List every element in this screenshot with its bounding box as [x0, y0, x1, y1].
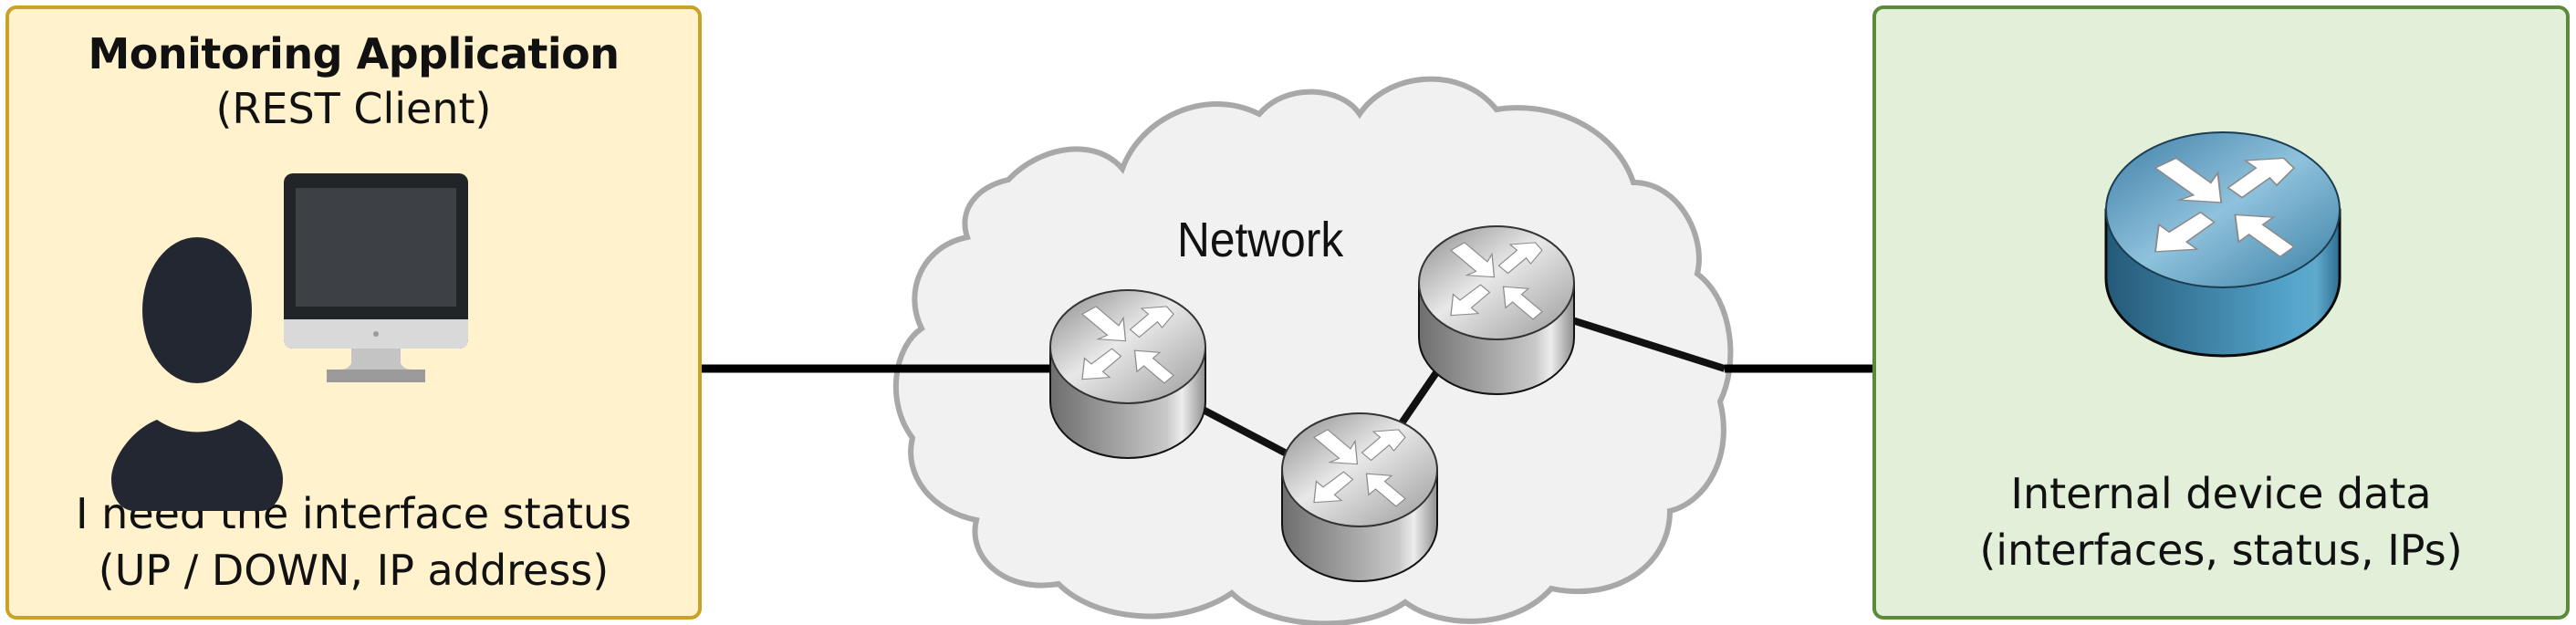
device-router-icon — [2104, 131, 2341, 358]
router-1-icon — [1049, 289, 1206, 459]
client-caption: I need the interface status (UP / DOWN, … — [9, 485, 698, 599]
client-panel: Monitoring Application (REST Client) I n… — [5, 5, 702, 620]
device-caption-line2: (interfaces, status, IPs) — [1979, 526, 2463, 575]
device-caption: Internal device data (interfaces, status… — [1876, 465, 2566, 578]
network-label: Network — [1177, 213, 1344, 267]
link-router3-to-cloud-edge — [1568, 316, 1726, 372]
network-cloud — [892, 76, 1734, 625]
client-title: Monitoring Application — [88, 29, 620, 78]
link-router1-to-router2 — [1189, 400, 1302, 464]
router-3-icon — [1418, 225, 1575, 395]
user-icon — [111, 237, 283, 511]
router-2-icon — [1281, 412, 1438, 582]
device-caption-line1: Internal device data — [2010, 469, 2432, 518]
client-caption-line2: (UP / DOWN, IP address) — [98, 546, 610, 595]
client-subtitle: (REST Client) — [215, 84, 492, 133]
monitor-icon — [284, 173, 468, 382]
